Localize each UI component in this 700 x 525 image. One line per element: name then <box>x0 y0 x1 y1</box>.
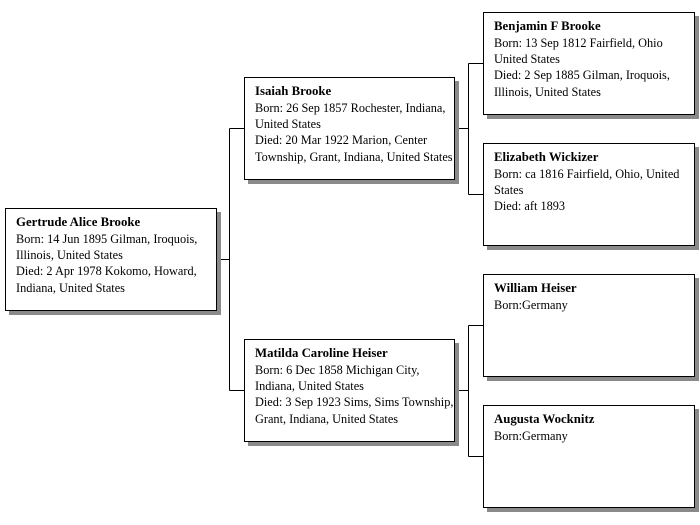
person-box-matilda-caroline-heiser[interactable]: Matilda Caroline Heiser Born: 6 Dec 1858… <box>244 339 455 442</box>
person-box-benjamin-f-brooke[interactable]: Benjamin F Brooke Born: 13 Sep 1812 Fair… <box>483 12 695 115</box>
person-birth: Born: 14 Jun 1895 Gilman, Iroquois, Illi… <box>16 232 198 263</box>
person-birth: Born: ca 1816 Fairfield, Ohio, United St… <box>494 167 680 198</box>
person-name: Isaiah Brooke <box>255 84 332 98</box>
person-box-augusta-wocknitz[interactable]: Augusta Wocknitz Born:Germany <box>483 405 695 508</box>
person-birth: Born: 26 Sep 1857 Rochester, Indiana, Un… <box>255 101 446 132</box>
person-death: Died: aft 1893 <box>494 199 566 214</box>
person-death: Died: 3 Sep 1923 Sims, Sims Township, Gr… <box>255 395 454 426</box>
person-name: Benjamin F Brooke <box>494 19 601 33</box>
person-birth: Born: 6 Dec 1858 Michigan City, Indiana,… <box>255 363 420 394</box>
person-birth: Born: 13 Sep 1812 Fairfield, Ohio United… <box>494 36 663 67</box>
person-box-elizabeth-wickizer[interactable]: Elizabeth Wickizer Born: ca 1816 Fairfie… <box>483 143 695 246</box>
person-death: Died: 2 Apr 1978 Kokomo, Howard, Indiana… <box>16 264 197 295</box>
person-birth: Born:Germany <box>494 429 568 443</box>
person-name: Gertrude Alice Brooke <box>16 215 141 229</box>
person-death: Died: 20 Mar 1922 Marion, Center Townshi… <box>255 133 453 164</box>
person-name: Elizabeth Wickizer <box>494 150 599 164</box>
person-name: Matilda Caroline Heiser <box>255 346 388 360</box>
person-birth: Born:Germany <box>494 298 568 312</box>
person-name: William Heiser <box>494 281 577 295</box>
person-death: Died: 2 Sep 1885 Gilman, Iroquois, Illin… <box>494 68 670 99</box>
person-box-william-heiser[interactable]: William Heiser Born:Germany <box>483 274 695 377</box>
person-box-isaiah-brooke[interactable]: Isaiah Brooke Born: 26 Sep 1857 Rocheste… <box>244 77 455 180</box>
person-name: Augusta Wocknitz <box>494 412 595 426</box>
person-box-gertrude-alice-brooke[interactable]: Gertrude Alice Brooke Born: 14 Jun 1895 … <box>5 208 217 311</box>
